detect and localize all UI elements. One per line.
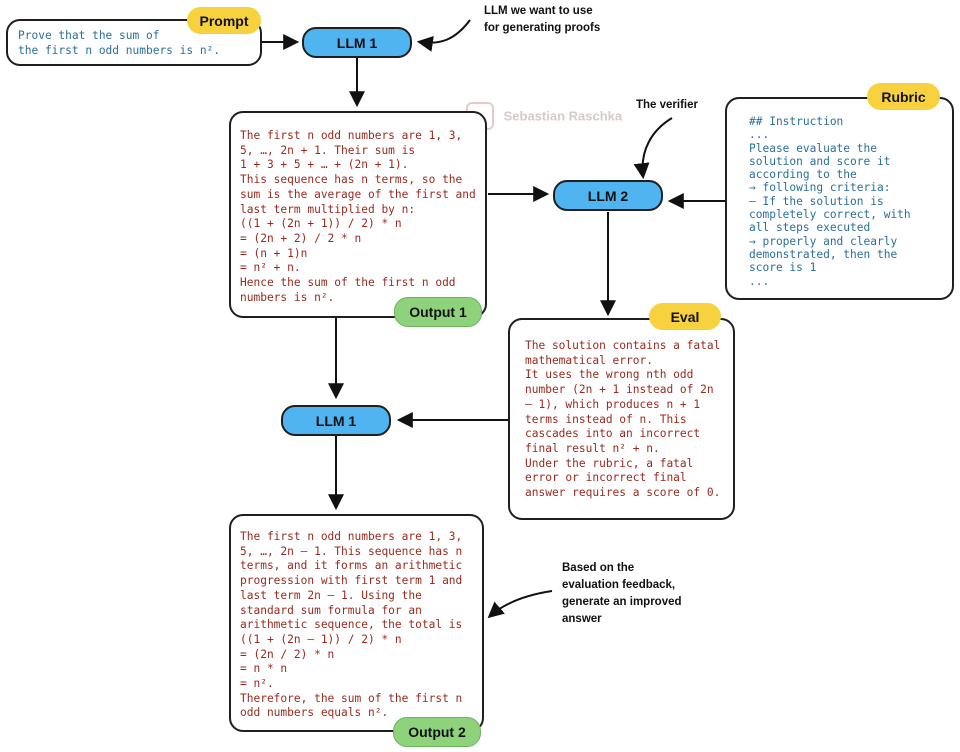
arrow-feedback-to-output2 <box>487 590 553 619</box>
rubric-box: ## Instruction ... Please evaluate the s… <box>725 97 954 300</box>
feedback-note: Based on the evaluation feedback, genera… <box>562 562 682 625</box>
llm2-node: LLM 2 <box>553 180 663 211</box>
output2-tag: Output 2 <box>393 717 481 747</box>
prompt-box: Prove that the sum of the first n odd nu… <box>6 19 262 66</box>
eval-text: The solution contains a fatal mathematic… <box>525 339 721 500</box>
arrow-verifier-to-llm2 <box>633 117 673 180</box>
rubric-tag: Rubric <box>867 83 940 110</box>
prompt-text: Prove that the sum of the first n odd nu… <box>18 29 221 57</box>
output2-box: The first n odd numbers are 1, 3, 5, …, … <box>229 514 484 732</box>
output1-text: The first n odd numbers are 1, 3, 5, …, … <box>240 129 476 304</box>
llm1-bottom-node: LLM 1 <box>281 405 391 436</box>
eval-tag: Eval <box>649 303 721 330</box>
eval-box: The solution contains a fatal mathematic… <box>508 318 735 520</box>
watermark: Sebastian Raschka <box>466 102 622 130</box>
arrow-note-to-llm1 <box>416 19 471 52</box>
output2-text: The first n odd numbers are 1, 3, 5, …, … <box>240 530 463 720</box>
llm-note: LLM we want to use for generating proofs <box>484 5 601 34</box>
rubric-text: ## Instruction ... Please evaluate the s… <box>749 115 911 288</box>
llm1-top-node: LLM 1 <box>302 27 412 58</box>
watermark-text: Sebastian Raschka <box>503 108 623 124</box>
output1-box: The first n odd numbers are 1, 3, 5, …, … <box>229 111 487 318</box>
prompt-tag: Prompt <box>187 7 261 34</box>
output1-tag: Output 1 <box>394 297 482 327</box>
verifier-note: The verifier <box>636 99 698 111</box>
